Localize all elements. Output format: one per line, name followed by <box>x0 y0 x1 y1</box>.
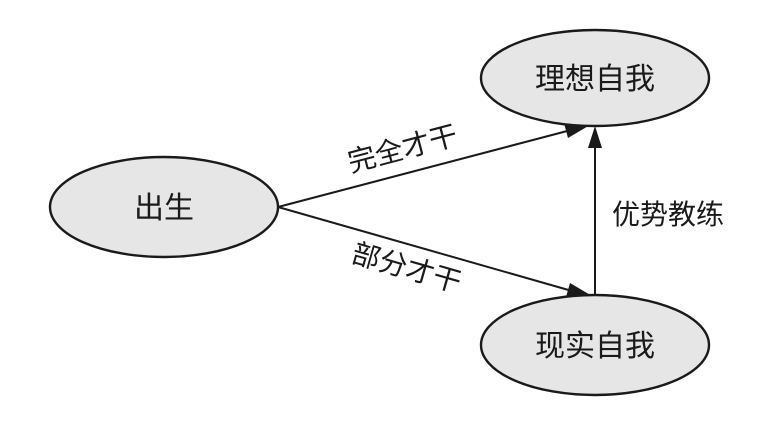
node-birth-shape <box>48 155 280 259</box>
edge-label-strength-coaching: 优势教练 <box>612 198 724 231</box>
node-real-self-label: 现实自我 <box>535 329 655 364</box>
node-real-self-shape <box>479 293 711 397</box>
edge-label-full-talent: 完全才干 <box>344 119 461 179</box>
node-ideal-self-shape <box>479 28 711 128</box>
arrowhead-ideal-from-real <box>588 126 602 148</box>
node-ideal-self-label: 理想自我 <box>535 62 655 97</box>
edge-birth-to-real <box>277 206 592 297</box>
node-real-self: 现实自我 <box>479 293 711 397</box>
edge-real-to-ideal <box>588 126 602 296</box>
node-birth-label: 出生 <box>134 191 194 226</box>
node-ideal-self: 理想自我 <box>479 28 711 128</box>
edge-line-birth-to-real <box>277 206 573 292</box>
edge-line-birth-to-ideal <box>277 129 572 208</box>
node-birth: 出生 <box>48 155 280 259</box>
arrowhead-real-from-birth <box>566 283 592 297</box>
edge-label-partial-talent: 部分才干 <box>348 237 465 300</box>
